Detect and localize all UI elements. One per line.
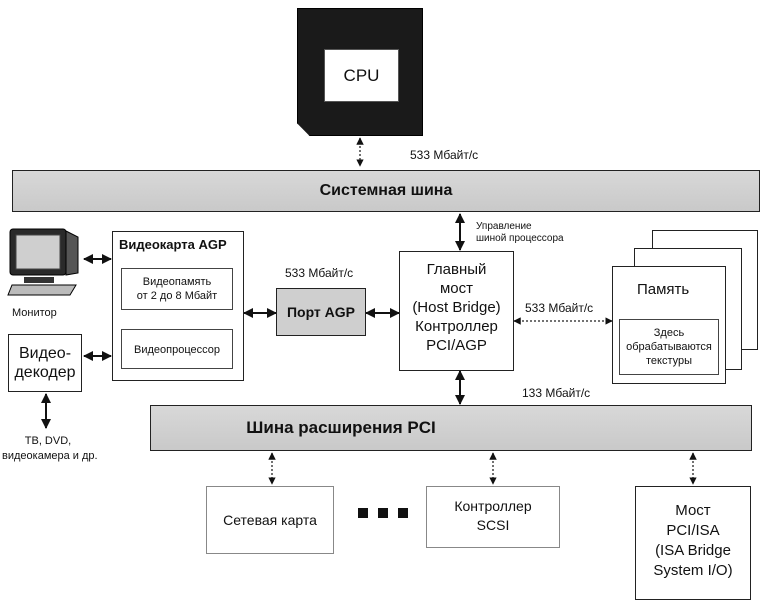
host-bridge-box: Главный мост (Host Bridge) Контроллер PC… [399,251,514,371]
memory-note-line2: обрабатываются [626,341,712,353]
video-decoder-line1: Видео- [18,345,72,362]
cpu-label: CPU [343,65,380,85]
agp-card-box: Видеокарта AGP Видеопамять от 2 до 8 Мба… [112,231,244,381]
system-bus-rate: 533 Мбайт/с [410,148,479,162]
memory-sheet-front: Память Здесь обрабатываются текстуры [612,266,726,384]
video-decoder-box: Видео- декодер [8,334,82,392]
video-decoder-line2: декодер [14,364,76,381]
network-card-box: Сетевая карта [206,486,334,554]
scsi-line2: SCSI [476,517,510,533]
memory-rate: 533 Мбайт/с [525,301,594,315]
monitor-drawing [7,228,79,296]
host-bridge-line3: (Host Bridge) [412,299,501,316]
scsi-line1: Контроллер [454,498,532,514]
ellipsis-dot [378,508,388,518]
host-bridge-line4: Контроллер [415,318,498,335]
pci-isa-line1: Мост [675,502,711,519]
cpu-die: CPU [324,49,399,102]
memory-note-line1: Здесь [653,327,685,339]
agp-video-memory-box: Видеопамять от 2 до 8 Мбайт [121,268,233,310]
bus-control-line2: шиной процессора [476,233,564,244]
system-bus: Системная шина [12,170,760,212]
agp-video-memory-line2: от 2 до 8 Мбайт [136,290,218,302]
pci-isa-line2: PCI/ISA [666,522,720,539]
agp-video-processor-box: Видеопроцессор [121,329,233,369]
scsi-controller-box: Контроллер SCSI [426,486,560,548]
agp-port-label: Порт AGP [286,304,356,320]
monitor-label: Монитор [12,307,57,319]
monitor-icon [6,225,82,305]
pci-bus: Шина расширения PCI [150,405,752,451]
host-bridge-line2: мост [439,280,474,297]
pci-isa-line4: System I/O) [653,562,733,579]
ellipsis-dot [398,508,408,518]
cpu-chip: CPU [297,8,423,136]
video-sources-line1: ТВ, DVD, [24,435,72,447]
memory-note-box: Здесь обрабатываются текстуры [619,319,719,375]
video-sources-line2: видеокамера и др. [2,450,98,462]
memory-note-line3: текстуры [645,355,693,367]
agp-port-box: Порт AGP [276,288,366,336]
pci-bus-rate: 133 Мбайт/с [522,386,591,400]
pci-bus-label: Шина расширения PCI [246,418,436,437]
video-sources-label: ТВ, DVD, видеокамера и др. [2,434,98,464]
bus-control-note: Управление шиной процессора [476,221,564,245]
agp-video-memory-line1: Видеопамять [142,276,212,288]
pci-isa-bridge-box: Мост PCI/ISA (ISA Bridge System I/O) [635,486,751,600]
agp-card-title: Видеокарта AGP [119,237,227,252]
ellipsis-dot [358,508,368,518]
memory-title: Память [637,281,690,298]
network-card-label: Сетевая карта [223,512,317,528]
bus-control-line1: Управление [476,221,532,232]
agp-video-processor-label: Видеопроцессор [134,344,220,356]
pci-isa-line3: (ISA Bridge [655,542,731,559]
system-bus-label: Системная шина [319,182,453,199]
agp-port-rate: 533 Мбайт/с [285,266,354,280]
host-bridge-line1: Главный [426,261,487,278]
host-bridge-line5: PCI/AGP [426,337,487,354]
